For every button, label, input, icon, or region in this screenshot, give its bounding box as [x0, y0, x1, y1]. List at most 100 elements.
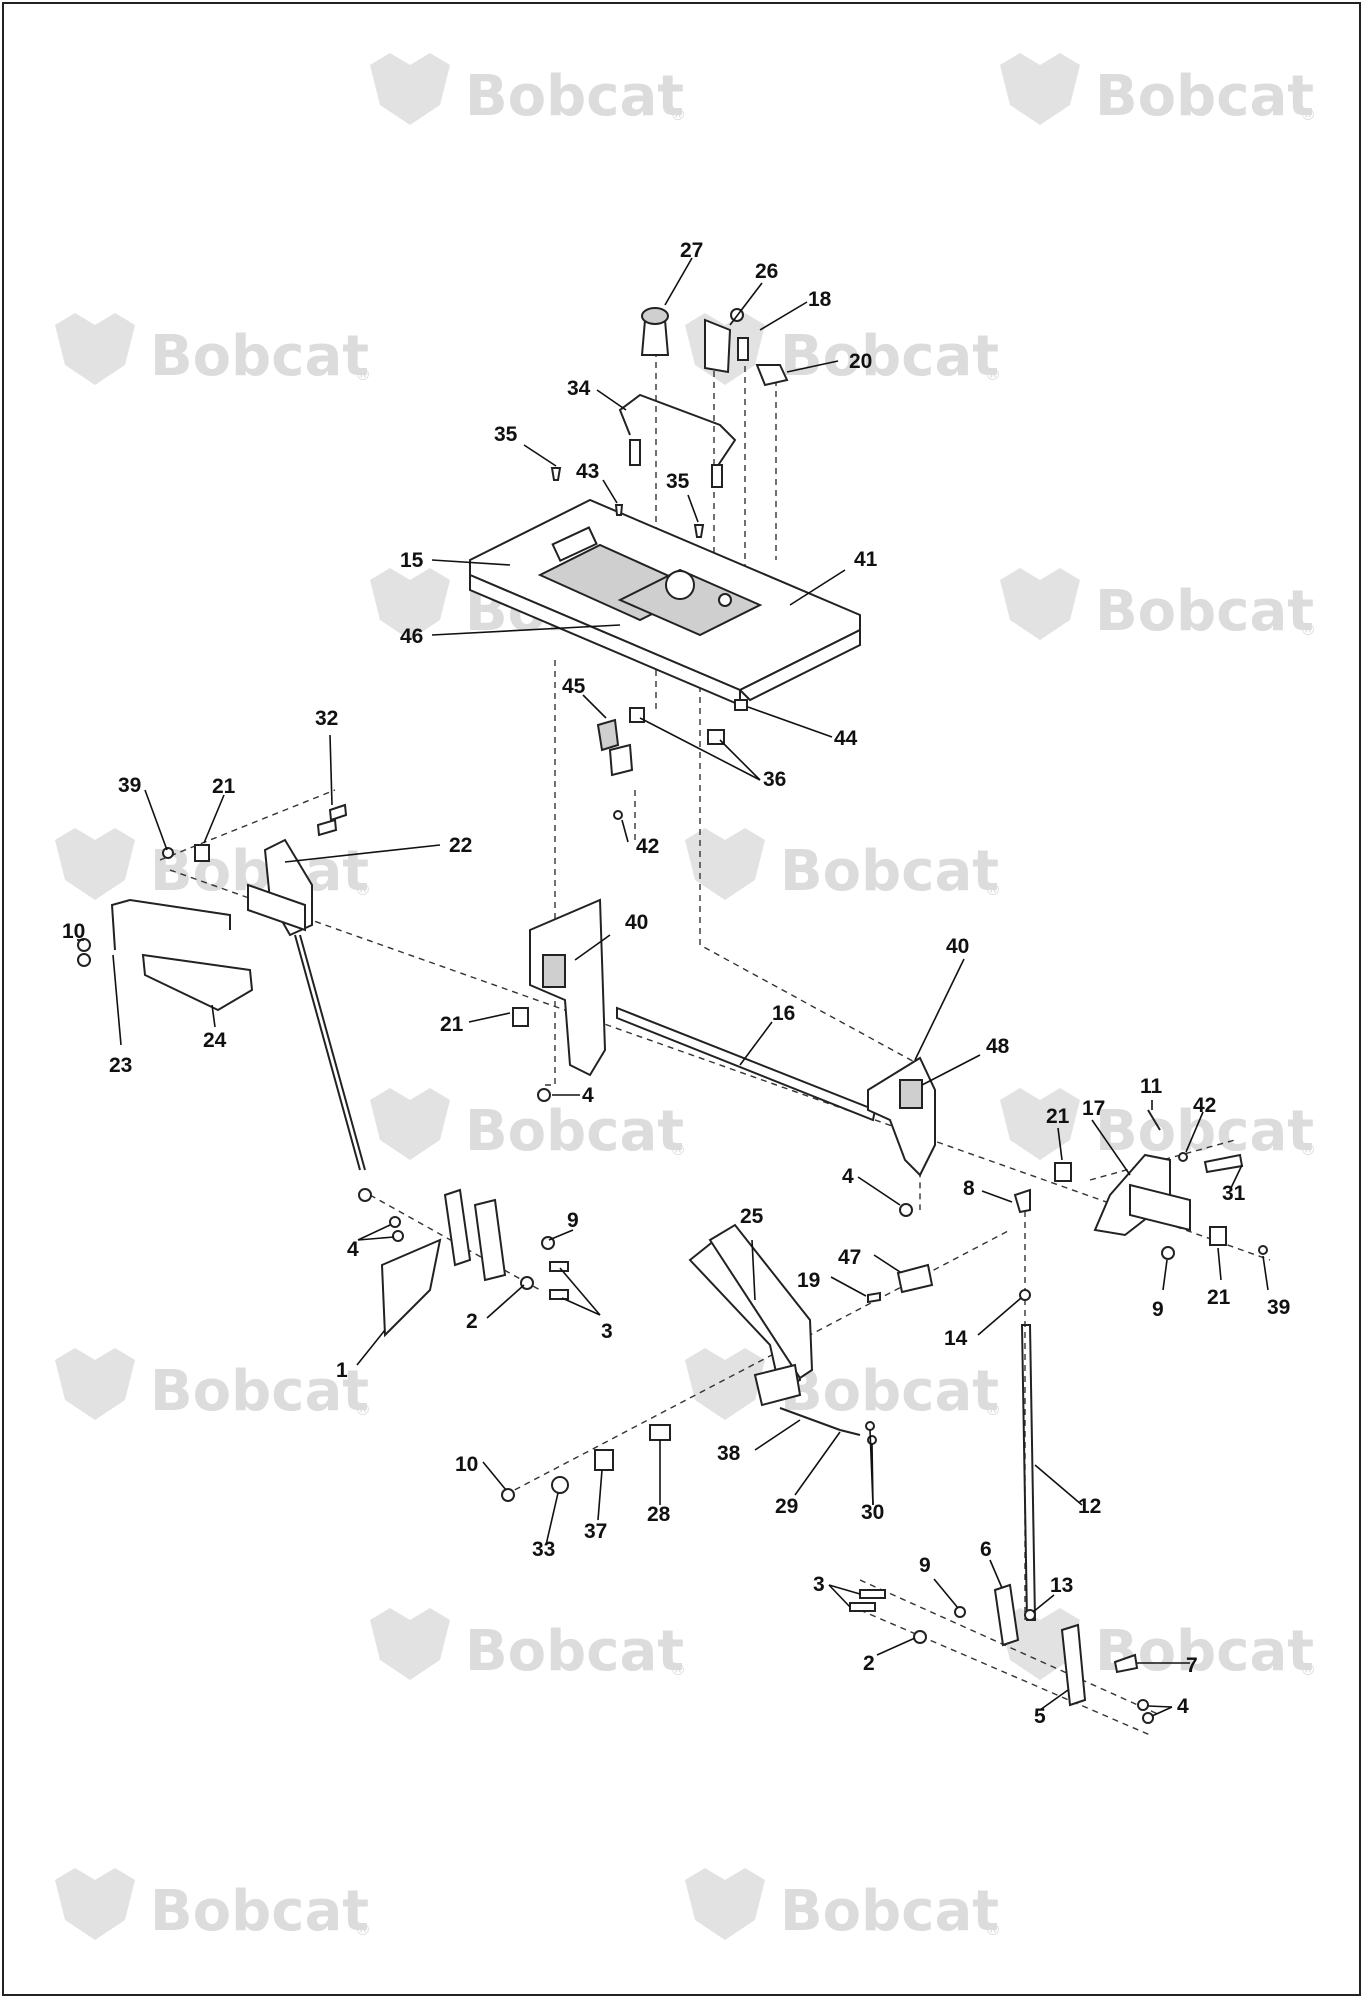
- screw-43: [614, 504, 624, 516]
- watermark-brand: Bobcat: [1095, 1619, 1314, 1684]
- left-bolt-axis: [159, 789, 336, 861]
- leader: [329, 734, 333, 806]
- nut-42-right: [1178, 1152, 1188, 1162]
- leader: [687, 494, 699, 523]
- callout-30: 30: [861, 1501, 884, 1524]
- clip-30-b: [867, 1435, 877, 1445]
- leader: [357, 1224, 391, 1241]
- bobcat-logo-icon: [370, 1088, 450, 1160]
- bobcat-logo-icon: [55, 1348, 135, 1420]
- leader: [1162, 1259, 1168, 1291]
- callout-46: 46: [400, 625, 423, 648]
- callout-39-right: 39: [1267, 1296, 1290, 1319]
- spring-29: [839, 1429, 861, 1436]
- callout-21-far-right: 21: [1207, 1286, 1231, 1309]
- bobcat-logo-icon: [685, 1348, 765, 1420]
- watermark-brand: Bobcat: [780, 1879, 999, 1944]
- callout-21-center: 21: [440, 1013, 464, 1036]
- pin-18: [737, 337, 749, 361]
- screw-35-right: [693, 524, 705, 538]
- callout-9-right: 9: [1152, 1298, 1164, 1321]
- leader: [559, 1267, 601, 1316]
- leader: [754, 1419, 801, 1451]
- bolt-3-right-a: [859, 1589, 886, 1599]
- leader: [523, 444, 557, 467]
- leader: [356, 1329, 386, 1366]
- nut-4-bottom-a: [1137, 1699, 1149, 1711]
- callout-8: 8: [963, 1177, 975, 1200]
- callout-33: 33: [532, 1538, 555, 1561]
- upper-controls: [550, 307, 789, 538]
- callout-34: 34: [567, 377, 591, 400]
- bolt-3-a: [549, 1261, 569, 1272]
- callout-39-left: 39: [118, 774, 141, 797]
- watermark: Bobcat ®: [370, 1088, 686, 1164]
- leader: [482, 1461, 507, 1491]
- callout-9-left: 9: [567, 1209, 579, 1232]
- plate-48: [899, 1079, 923, 1109]
- right-pivot: [867, 1109, 1268, 1621]
- spacer-37: [594, 1449, 614, 1471]
- bracket-6: [993, 1583, 1020, 1647]
- callout-9-bottom: 9: [919, 1554, 931, 1577]
- link-rod-edge: [299, 934, 366, 1171]
- watermark-brand: Bobcat: [780, 839, 999, 904]
- leader: [621, 819, 629, 843]
- callout-2-left: 2: [466, 1310, 478, 1333]
- leader: [1217, 1247, 1222, 1281]
- nut-44: [734, 699, 748, 711]
- callout-31: 31: [1222, 1182, 1246, 1205]
- washer-2-right: [913, 1630, 927, 1644]
- callout-6: 6: [980, 1538, 992, 1561]
- leader: [545, 1492, 559, 1546]
- callout-48: 48: [986, 1035, 1010, 1058]
- grip-24: [141, 953, 254, 1012]
- nut-9-bottom: [954, 1606, 966, 1618]
- spring-38: [779, 1407, 841, 1431]
- leader: [830, 1276, 867, 1297]
- callout-40-right: 40: [946, 935, 969, 958]
- ignition-26: [704, 318, 732, 374]
- callout-4-right: 4: [842, 1165, 854, 1188]
- nut-36-left: [629, 707, 645, 723]
- lever-25-hub: [753, 1363, 802, 1407]
- nut-10-a: [77, 938, 91, 952]
- callout-4-bottom: 4: [1177, 1695, 1189, 1718]
- bobcat-logo-icon: [55, 1868, 135, 1940]
- callout-23: 23: [109, 1054, 132, 1077]
- callout-28: 28: [647, 1503, 671, 1526]
- leader: [1147, 1705, 1173, 1708]
- left-bracket-axis: [540, 660, 556, 1086]
- watermark-mark: ®: [355, 365, 371, 384]
- console-hole: [665, 570, 695, 600]
- callout-24: 24: [203, 1029, 227, 1052]
- watermark-brand: Bobcat: [465, 1619, 684, 1684]
- watermark-brand: Bobcat: [780, 324, 999, 389]
- leader: [1057, 1127, 1063, 1161]
- callout-20: 20: [849, 350, 872, 373]
- pivot-tube-22: [247, 883, 306, 932]
- leader: [729, 282, 763, 326]
- watermark-brand: Bobcat: [1095, 64, 1314, 129]
- watermark: Bobcat ®: [685, 1348, 1001, 1424]
- callout-21-right: 21: [1046, 1105, 1070, 1128]
- callout-4-center: 4: [582, 1084, 594, 1107]
- callout-40-left: 40: [625, 911, 648, 934]
- watermark: Bobcat ®: [685, 313, 1001, 389]
- switch-47: [896, 1263, 934, 1294]
- callout-10-lower: 10: [455, 1453, 478, 1476]
- nut-9-right: [1161, 1246, 1175, 1260]
- callout-35-right: 35: [666, 470, 690, 493]
- watermark: Bobcat ®: [685, 1868, 1001, 1944]
- right-bolt-axis: [1089, 1139, 1236, 1181]
- leader: [596, 389, 627, 411]
- leader: [989, 1559, 1003, 1589]
- callout-42-right: 42: [1193, 1094, 1216, 1117]
- bushing-28: [649, 1424, 671, 1441]
- bushing-21-far-right: [1209, 1226, 1227, 1246]
- watermark: Bobcat ®: [370, 53, 686, 129]
- washer-2-left: [520, 1276, 534, 1290]
- nut-13: [1024, 1609, 1036, 1621]
- handle-34-end-left: [629, 439, 641, 466]
